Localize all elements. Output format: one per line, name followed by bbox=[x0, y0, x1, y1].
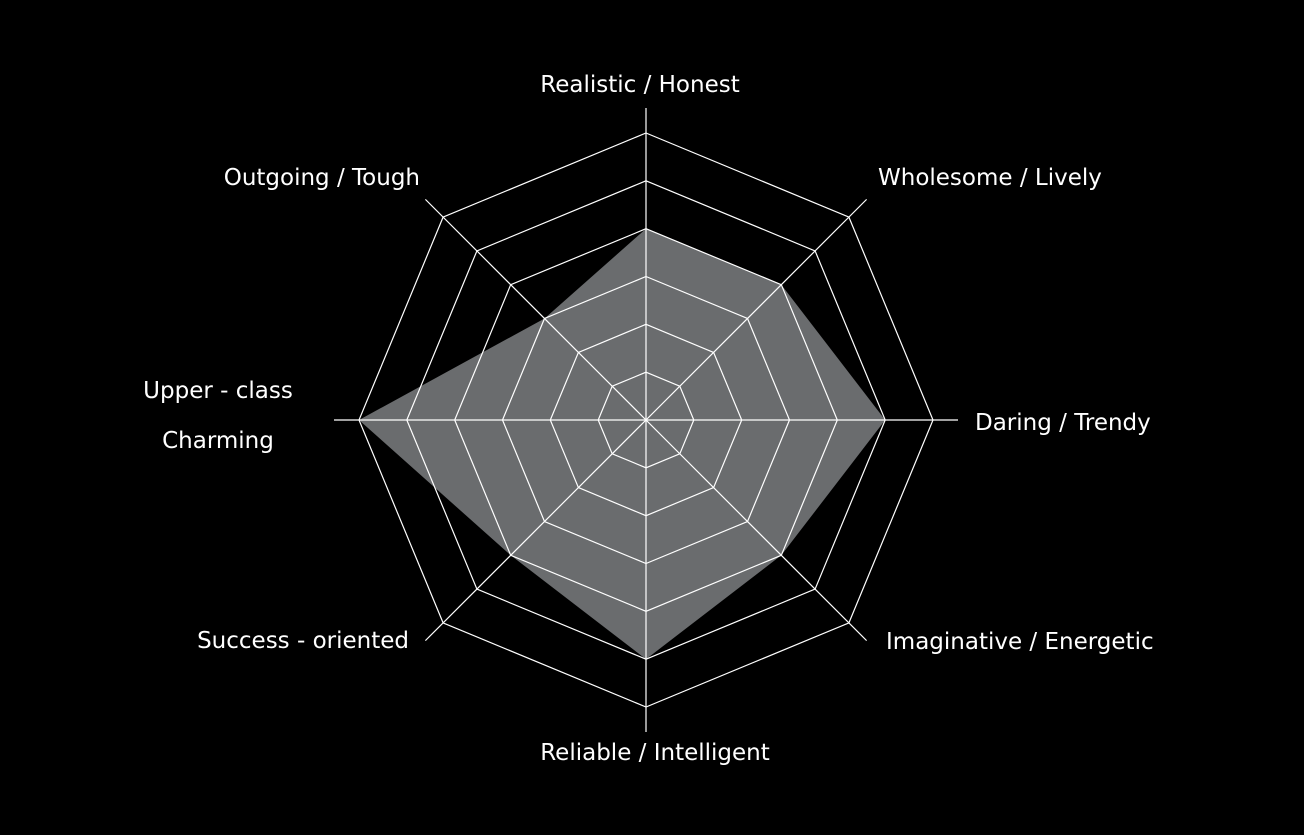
axis-label: Reliable / Intelligent bbox=[540, 740, 770, 766]
axis-label: Upper - class bbox=[143, 378, 293, 404]
axis-line bbox=[645, 198, 868, 421]
axis-line bbox=[645, 419, 868, 642]
axis-label: Success - oriented bbox=[197, 628, 409, 654]
axis-label: Realistic / Honest bbox=[540, 72, 739, 98]
axis-label: Daring / Trendy bbox=[975, 410, 1151, 436]
axis-label: Imaginative / Energetic bbox=[886, 629, 1154, 655]
axis-line bbox=[424, 419, 647, 642]
axis-label: Outgoing / Tough bbox=[224, 165, 420, 191]
axis-label: Wholesome / Lively bbox=[878, 165, 1102, 191]
axis-label: Charming bbox=[162, 428, 274, 454]
axis-line bbox=[424, 198, 647, 421]
